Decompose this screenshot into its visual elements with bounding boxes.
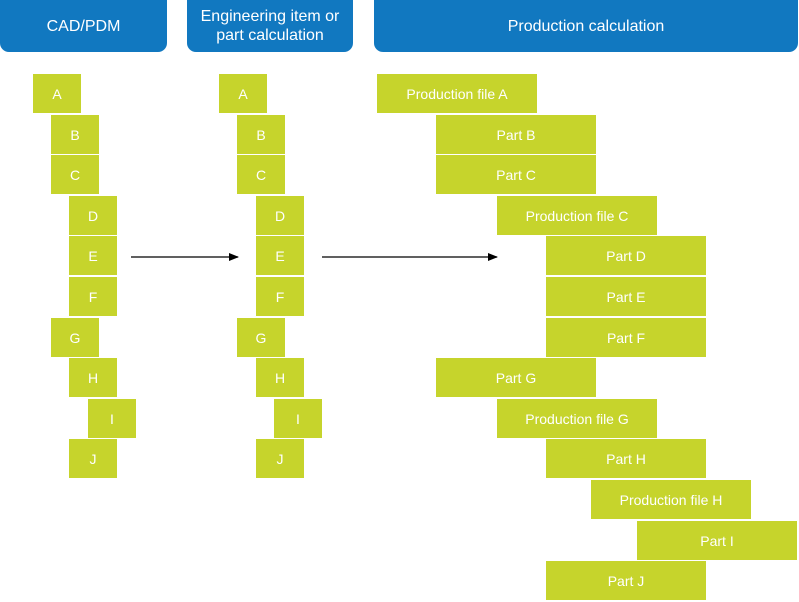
cad-item-label: J [89,450,97,467]
engineering-item-0: A [219,74,267,113]
cad-item-label: B [70,126,80,143]
production-item-label: Part C [496,166,536,183]
engineering-item-1: B [237,115,285,154]
production-item-7: Part G [436,358,596,397]
cad-item-6: G [51,318,99,357]
production-item-label: Production file H [619,491,723,508]
engineering-item-6: G [237,318,285,357]
engineering-item-5: F [256,277,304,316]
engineering-item-label: H [274,369,286,386]
engineering-item-8: I [274,399,322,438]
engineering-item-label: I [296,410,300,427]
header-engineering-calculation: Engineering item or part calculation [187,0,353,52]
engineering-item-label: D [274,207,286,224]
cad-item-3: D [69,196,117,235]
engineering-item-9: J [256,439,304,478]
engineering-item-label: F [275,288,285,305]
cad-item-label: F [88,288,98,305]
production-item-label: Part B [496,126,536,143]
production-item-label: Part G [495,369,537,386]
production-item-6: Part F [546,318,706,357]
engineering-item-label: E [275,247,285,264]
cad-item-label: A [52,85,62,102]
cad-item-0: A [33,74,81,113]
cad-item-label: H [87,369,99,386]
production-item-label: Part J [607,572,645,589]
production-item-label: Production file C [525,207,629,224]
cad-item-7: H [69,358,117,397]
production-item-12: Part J [546,561,706,600]
header-cad-pdm: CAD/PDM [0,0,167,52]
cad-item-5: F [69,277,117,316]
production-item-9: Part H [546,439,706,478]
production-item-0: Production file A [377,74,537,113]
production-item-label: Part E [606,288,646,305]
cad-item-label: E [88,247,98,264]
cad-item-label: I [110,410,114,427]
production-item-8: Production file G [497,399,657,438]
production-item-1: Part B [436,115,596,154]
engineering-item-label: G [255,329,267,346]
production-item-10: Production file H [591,480,751,519]
engineering-item-7: H [256,358,304,397]
engineering-item-4: E [256,236,304,275]
cad-item-label: D [87,207,99,224]
production-item-label: Production file A [406,85,508,102]
production-item-11: Part I [637,521,797,560]
engineering-item-2: C [237,155,285,194]
production-item-4: Part D [546,236,706,275]
header-production-label: Production calculation [507,17,665,35]
production-item-label: Part H [606,450,646,467]
production-item-label: Production file G [525,410,629,427]
production-item-5: Part E [546,277,706,316]
cad-item-8: I [88,399,136,438]
cad-item-2: C [51,155,99,194]
header-production-calculation: Production calculation [374,0,798,52]
cad-item-label: G [69,329,81,346]
cad-item-4: E [69,236,117,275]
production-item-label: Part I [700,532,734,549]
header-engineering-label: Engineering item or part calculation [200,8,340,44]
engineering-item-label: B [256,126,266,143]
engineering-item-label: J [276,450,284,467]
production-item-3: Production file C [497,196,657,235]
header-cad-label: CAD/PDM [46,17,121,35]
engineering-item-label: C [255,166,267,183]
cad-item-1: B [51,115,99,154]
cad-item-9: J [69,439,117,478]
production-item-2: Part C [436,155,596,194]
production-item-label: Part F [606,329,646,346]
production-item-label: Part D [606,247,646,264]
engineering-item-3: D [256,196,304,235]
engineering-item-label: A [238,85,248,102]
cad-item-label: C [69,166,81,183]
